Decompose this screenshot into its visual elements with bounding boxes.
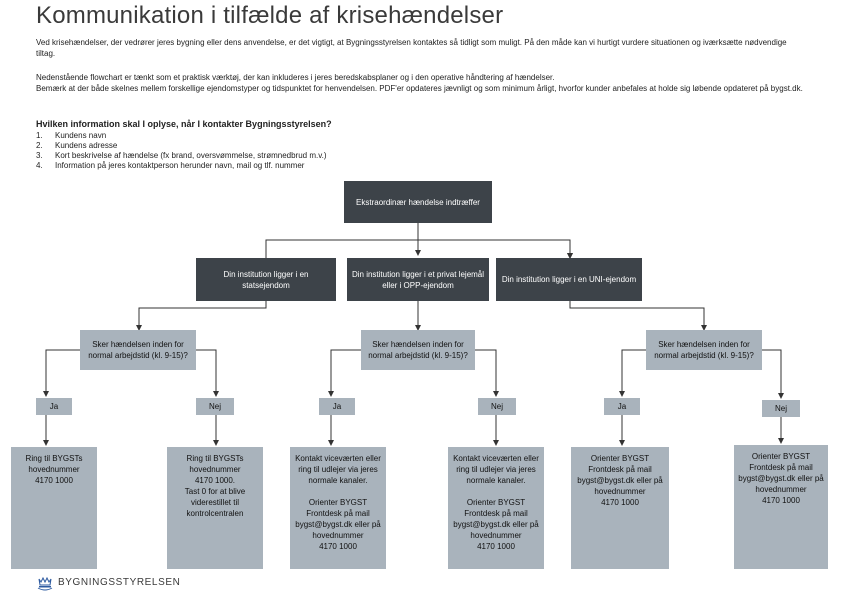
action-box-state-yes: Ring til BYGSTs hovednummer 4170 1000 <box>11 447 97 569</box>
branch-box-uni: Din institution ligger i en UNI-ejendom <box>496 258 642 301</box>
branch-box-private: Din institution ligger i et privat lejem… <box>347 258 489 301</box>
page-title: Kommunikation i tilfælde af krisehændels… <box>36 2 504 29</box>
action-box-private-yes: Kontakt viceværten eller ring til udleje… <box>290 447 386 569</box>
yes-label-uni: Ja <box>604 398 640 415</box>
action-box-private-no: Kontakt viceværten eller ring til udleje… <box>448 447 544 569</box>
action-box-uni-no: Orienter BYGST Frontdesk på mail bygst@b… <box>734 445 828 569</box>
action-box-uni-yes: Orienter BYGST Frontdesk på mail bygst@b… <box>571 447 669 569</box>
no-label-private: Nej <box>478 398 516 415</box>
bygningsstyrelsen-logo: BYGNINGSSTYRELSEN <box>36 573 180 591</box>
logo-text: BYGNINGSSTYRELSEN <box>58 576 181 588</box>
start-box: Ekstraordinær hændelse indtræffer <box>344 181 492 223</box>
question-box-uni: Sker hændelsen inden for normal arbejdst… <box>646 330 762 370</box>
flowchart-description: Nedenstående flowchart er tænkt som et p… <box>36 73 555 82</box>
branch-box-state: Din institution ligger i en statsejendom <box>196 258 336 301</box>
intro-paragraph: Ved krisehændelser, der vedrører jeres b… <box>36 38 787 58</box>
no-label-state: Nej <box>196 398 234 415</box>
crown-icon <box>37 576 53 591</box>
info-item: 2.Kundens adresse <box>36 141 118 150</box>
update-note: Bemærk at der både skelnes mellem forske… <box>36 84 803 93</box>
question-box-private: Sker hændelsen inden for normal arbejdst… <box>361 330 475 370</box>
info-list: 1.Kundens navn 2.Kundens adresse 3.Kort … <box>36 131 327 171</box>
info-item: 3.Kort beskrivelse af hændelse (fx brand… <box>36 151 327 160</box>
question-box-state: Sker hændelsen inden for normal arbejdst… <box>80 330 196 370</box>
info-item: 1.Kundens navn <box>36 131 107 140</box>
no-label-uni: Nej <box>762 400 800 417</box>
info-heading: Hvilken information skal I oplyse, når I… <box>36 119 332 129</box>
yes-label-state: Ja <box>36 398 72 415</box>
yes-label-private: Ja <box>319 398 355 415</box>
info-item: 4.Information på jeres kontaktperson her… <box>36 161 305 170</box>
action-box-state-no: Ring til BYGSTs hovednummer 4170 1000. T… <box>167 447 263 569</box>
